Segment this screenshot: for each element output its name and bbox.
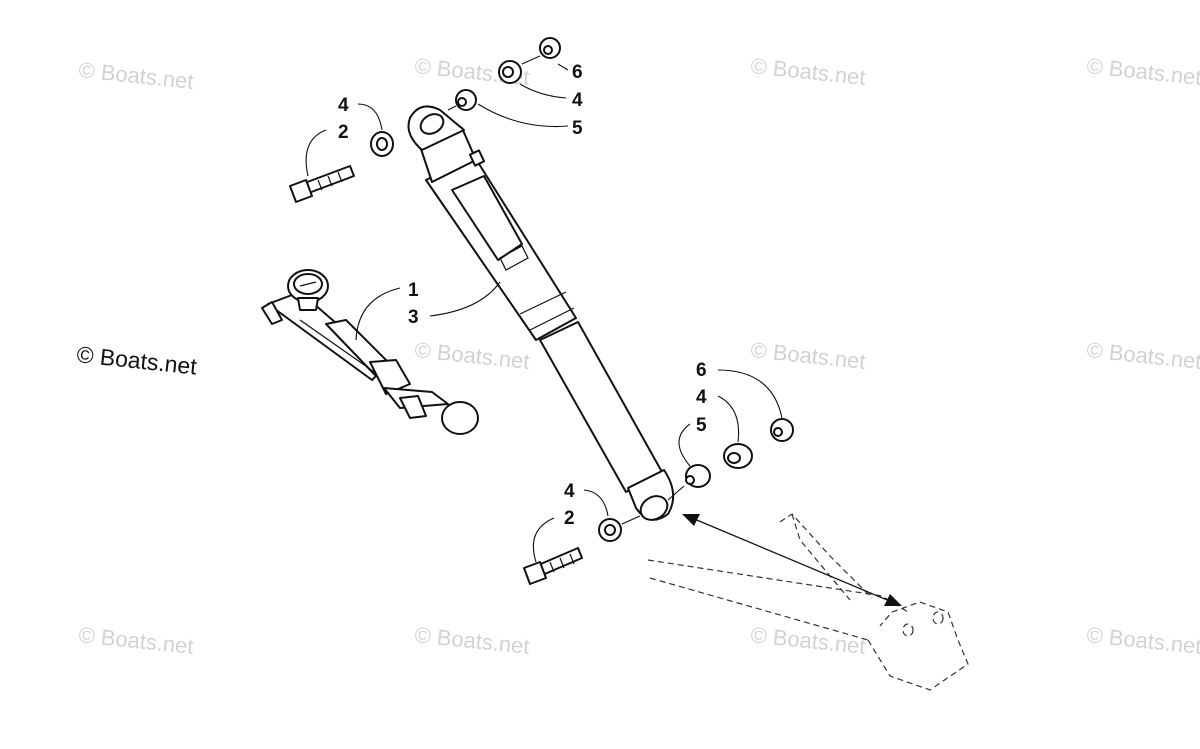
watermark-layer: © Boats.net © Boats.net © Boats.net © Bo… bbox=[75, 53, 1200, 659]
callout-numbers: 4 2 6 4 5 1 3 6 4 5 4 2 bbox=[338, 62, 707, 529]
watermark: © Boats.net bbox=[749, 622, 866, 659]
shock-pump-tool bbox=[261, 269, 479, 435]
watermark: © Boats.net bbox=[413, 337, 530, 374]
top-hardware bbox=[289, 37, 561, 203]
watermark: © Boats.net bbox=[77, 622, 194, 659]
leader-lines bbox=[305, 63, 783, 563]
callout-top-cap: 6 bbox=[572, 62, 583, 83]
callout-top-bushing: 5 bbox=[572, 118, 583, 139]
watermark: © Boats.net bbox=[413, 622, 530, 659]
a-arm-phantom bbox=[647, 513, 969, 691]
watermark: © Boats.net bbox=[1085, 53, 1200, 90]
callout-low-bolt: 2 bbox=[564, 508, 575, 529]
watermark: © Boats.net bbox=[77, 57, 194, 94]
bottom-hardware bbox=[523, 418, 794, 585]
callout-shock-sub: 3 bbox=[408, 307, 419, 328]
watermark: © Boats.net bbox=[749, 337, 866, 374]
callout-top-spacer: 4 bbox=[572, 90, 583, 111]
callout-top-bolt: 2 bbox=[338, 122, 349, 143]
mounting-arrow bbox=[682, 514, 902, 606]
callout-low-cap: 6 bbox=[696, 360, 707, 381]
watermark: © Boats.net bbox=[1085, 622, 1200, 659]
shock-absorber bbox=[407, 105, 675, 521]
watermark: © Boats.net bbox=[1085, 337, 1200, 374]
watermark: © Boats.net bbox=[749, 53, 866, 90]
callout-low-bolt-spacer: 4 bbox=[564, 481, 575, 502]
watermark-dark: © Boats.net bbox=[75, 341, 198, 380]
callout-low-bushing: 5 bbox=[696, 415, 707, 436]
callout-top-bolt-spacer: 4 bbox=[338, 95, 349, 116]
callout-low-spacer: 4 bbox=[696, 387, 707, 408]
callout-shock-main: 1 bbox=[408, 280, 419, 301]
